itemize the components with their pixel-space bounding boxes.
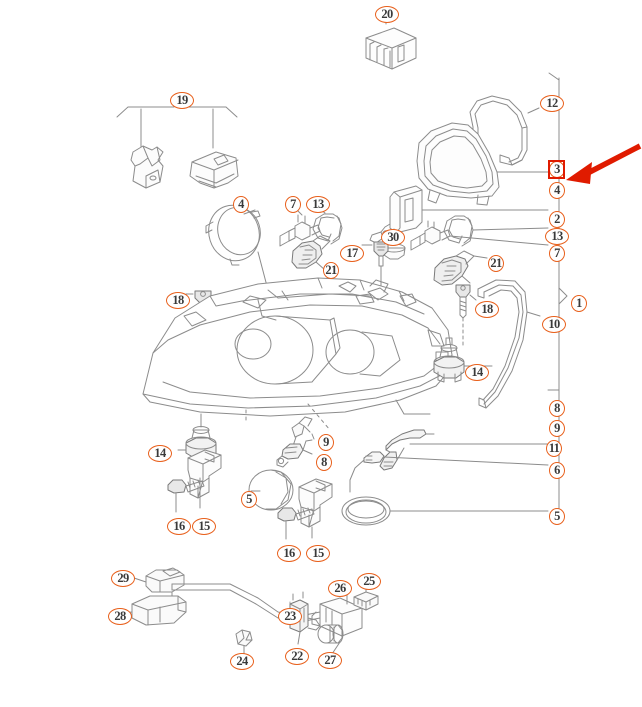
callout-10: 10 — [542, 316, 566, 333]
callout-11: 11 — [546, 440, 562, 457]
callout-18: 18 — [166, 292, 190, 309]
callout-29: 29 — [111, 570, 135, 587]
callout-20: 20 — [375, 6, 399, 23]
part-18-right-screw — [455, 284, 477, 347]
part-15-clamp-left — [187, 449, 222, 509]
part-12-trim-seal — [469, 95, 540, 166]
callout-15: 15 — [192, 518, 216, 535]
callout-16: 16 — [167, 518, 191, 535]
callout-27: 27 — [318, 652, 342, 669]
callout-4: 4 — [549, 182, 565, 199]
highlight-box-item-3 — [548, 160, 565, 179]
callout-5: 5 — [241, 491, 257, 508]
callout-19: 19 — [170, 92, 194, 109]
callout-23: 23 — [278, 608, 302, 625]
part-15-clamp-bottom — [298, 478, 333, 539]
callout-8: 8 — [316, 454, 332, 471]
callout-8: 8 — [549, 400, 565, 417]
callout-21: 21 — [488, 255, 504, 272]
callout-13: 13 — [545, 228, 569, 245]
part-6-wiring-lead — [349, 451, 549, 493]
part-1-headlamp-body — [142, 277, 453, 431]
part-14-levelling-motor — [433, 337, 493, 383]
part-7-right-bulb — [410, 220, 549, 251]
part-19-brackets — [116, 102, 239, 189]
part-16-bolt-bottom — [277, 507, 315, 540]
callout-6: 6 — [549, 462, 565, 479]
callout-1: 1 — [571, 295, 587, 312]
callout-5: 5 — [549, 508, 565, 525]
callout-13: 13 — [306, 196, 330, 213]
callout-14: 14 — [465, 364, 489, 381]
callout-24: 24 — [230, 653, 254, 670]
callout-15: 15 — [306, 545, 330, 562]
part-24-small-clip — [235, 629, 253, 655]
callout-9: 9 — [549, 420, 565, 437]
part-5-sealing-cap-right — [341, 496, 549, 526]
callout-7: 7 — [549, 245, 565, 262]
callout-9: 9 — [318, 434, 334, 451]
callout-18: 18 — [475, 301, 499, 318]
callout-17: 17 — [340, 245, 364, 262]
part-10-side-seal — [477, 279, 541, 409]
part-5-sealing-cap-left — [248, 469, 294, 511]
callout-12: 12 — [540, 95, 564, 112]
highlight-arrow — [566, 143, 642, 184]
callout-2: 2 — [549, 211, 565, 228]
callout-16: 16 — [277, 545, 301, 562]
callout-14: 14 — [148, 445, 172, 462]
callout-26: 26 — [328, 580, 352, 597]
part-16-bolt-left — [167, 479, 205, 513]
callout-22: 22 — [285, 648, 309, 665]
part-3-housing-frame — [416, 122, 549, 206]
part-9-bulb — [291, 416, 315, 453]
part-13-right-clip — [443, 215, 549, 247]
callout-25: 25 — [357, 573, 381, 590]
callout-21: 21 — [323, 262, 339, 279]
part-11-wiring-connector — [379, 429, 549, 471]
part-28-bracket — [121, 595, 187, 626]
callout-28: 28 — [108, 608, 132, 625]
part-29-clip — [133, 567, 185, 607]
callout-7: 7 — [285, 196, 301, 213]
callout-30: 30 — [381, 229, 405, 246]
part-21-left-arm — [291, 235, 331, 273]
part-8-socket-holder — [276, 443, 313, 468]
part-21-right-arm — [433, 250, 488, 286]
callout-4: 4 — [233, 196, 249, 213]
